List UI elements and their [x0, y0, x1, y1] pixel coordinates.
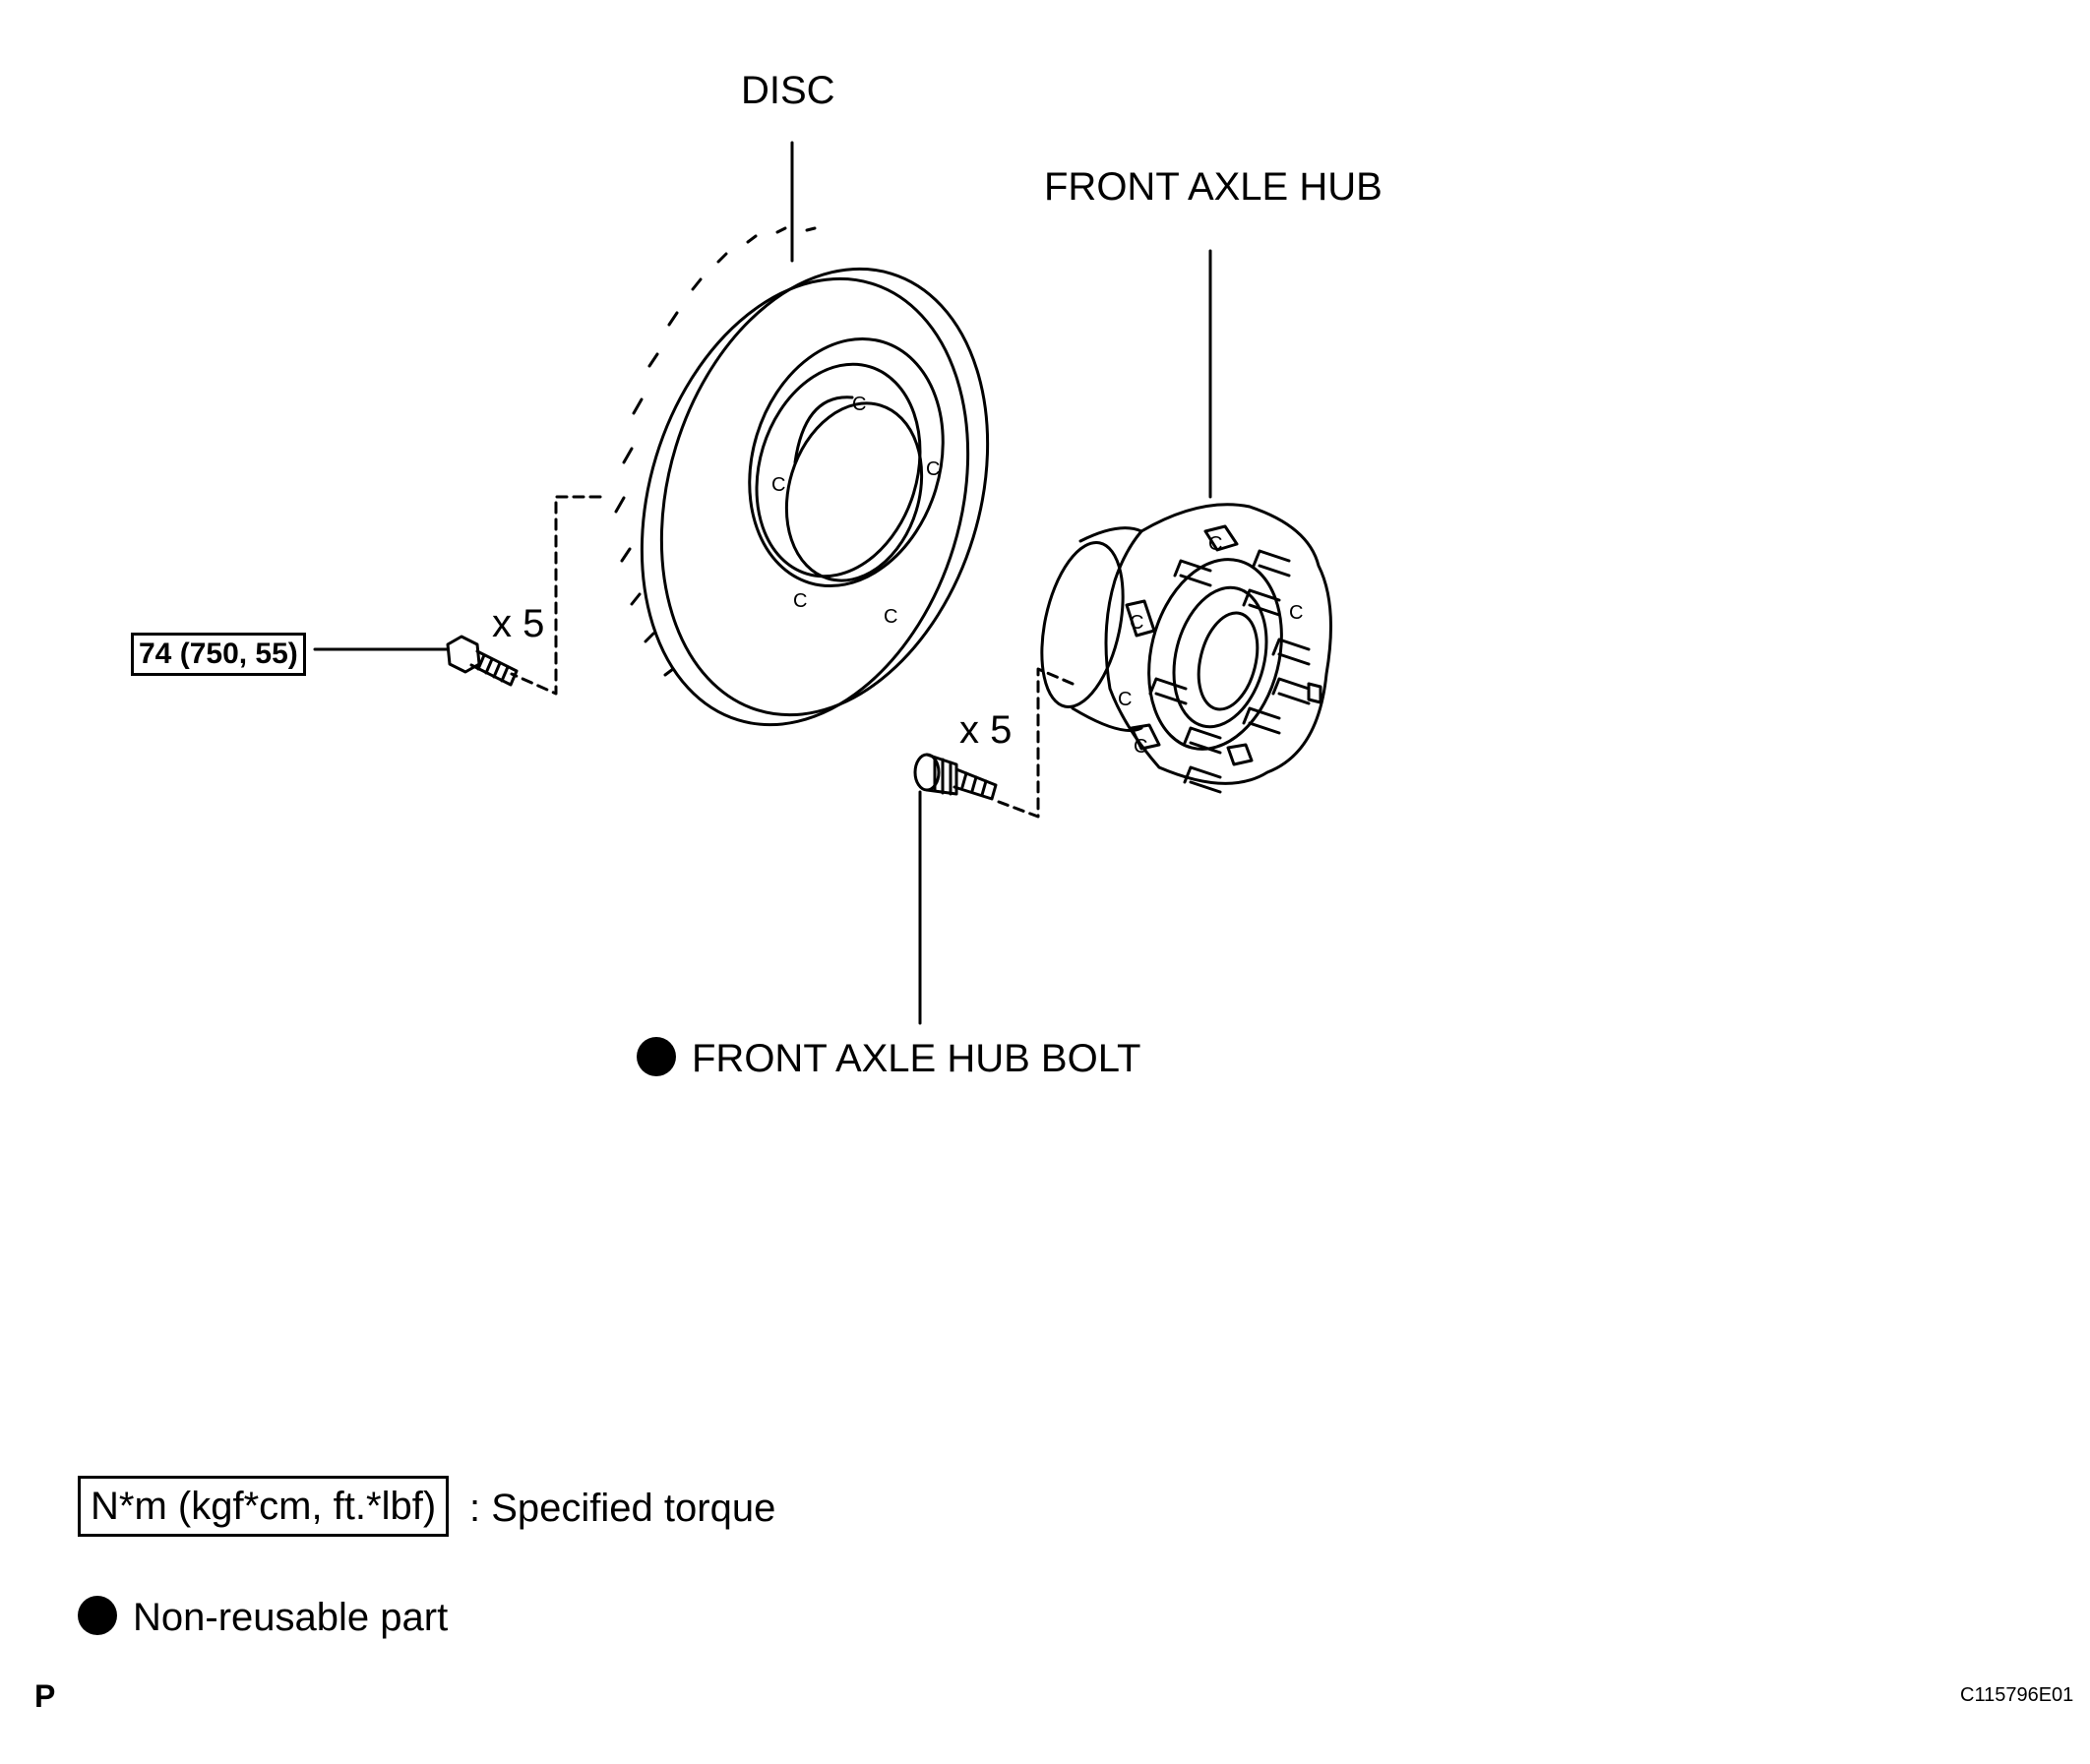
- hole-mark: C: [1208, 533, 1223, 555]
- figure-id: C115796E01: [1960, 1684, 2074, 1706]
- non-reusable-icon: [78, 1596, 117, 1636]
- disc-bolt-guide-line: [510, 495, 602, 696]
- disc-bolt: [446, 635, 519, 687]
- disc-label: DISC: [741, 69, 835, 112]
- legend-torque-unit-box: N*m (kgf*cm, ft.*lbf): [78, 1476, 450, 1537]
- disc-bolt-quantity: x 5: [492, 602, 545, 645]
- hole-mark: C: [793, 590, 808, 612]
- brake-disc: [614, 226, 990, 727]
- hole-mark: C: [771, 474, 786, 496]
- hole-mark: C: [1130, 612, 1144, 634]
- front-axle-hub-label: FRONT AXLE HUB: [1044, 165, 1383, 209]
- front-axle-hub-bolt: [913, 753, 998, 801]
- page-marker: P: [34, 1678, 56, 1714]
- hole-mark: C: [926, 458, 941, 480]
- front-axle-hub-bolt-text: FRONT AXLE HUB BOLT: [692, 1037, 1141, 1080]
- legend-non-reusable: Non-reusable part: [78, 1596, 449, 1639]
- hole-mark: C: [884, 606, 898, 628]
- non-reusable-icon: [637, 1037, 676, 1077]
- legend-torque-description: : Specified torque: [469, 1487, 776, 1530]
- hole-mark: C: [1289, 602, 1304, 624]
- hole-mark: C: [1134, 736, 1148, 758]
- hub-bolt-quantity: x 5: [959, 708, 1013, 752]
- hole-mark: C: [852, 394, 867, 415]
- front-axle-hub-bolt-label: FRONT AXLE HUB BOLT: [637, 1037, 1141, 1080]
- disc-bolt-torque-spec: 74 (750, 55): [131, 633, 306, 676]
- legend-non-reusable-text: Non-reusable part: [133, 1596, 449, 1639]
- hub-bolt-guide-line: [997, 667, 1075, 819]
- front-axle-hub: [1040, 503, 1332, 794]
- hole-mark: C: [1118, 689, 1133, 710]
